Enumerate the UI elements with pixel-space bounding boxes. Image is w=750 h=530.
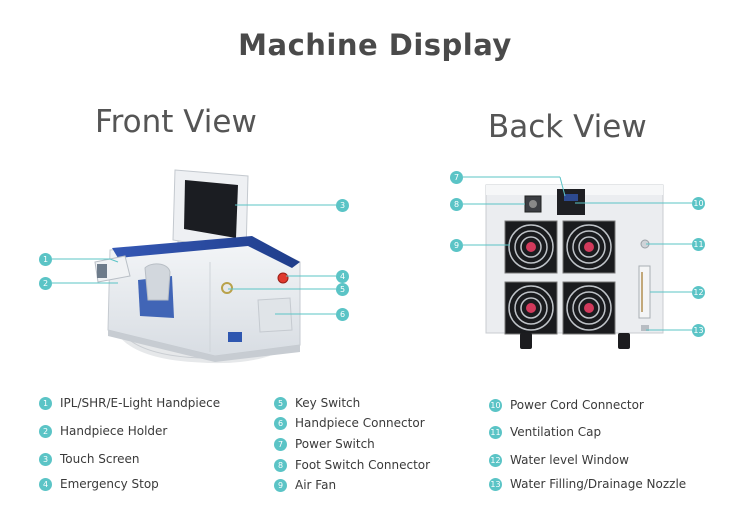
legend-number: 4 <box>39 477 52 491</box>
page-title: Machine Display <box>238 28 512 62</box>
legend-number: 7 <box>274 437 287 451</box>
legend-item-8: 8 Foot Switch Connector <box>274 458 430 472</box>
callout-5: 5 <box>336 283 349 296</box>
legend-item-3: 3 Touch Screen <box>39 452 140 466</box>
legend-item-13: 13 Water Filling/Drainage Nozzle <box>489 477 686 491</box>
callout-8: 8 <box>450 198 463 211</box>
legend-item-9: 9 Air Fan <box>274 478 336 492</box>
legend-number: 2 <box>39 424 52 438</box>
legend-item-6: 6 Handpiece Connector <box>274 416 425 430</box>
legend-label: IPL/SHR/E-Light Handpiece <box>60 396 221 410</box>
callout-4: 4 <box>336 270 349 283</box>
legend-label: Emergency Stop <box>60 477 159 491</box>
legend-label: Touch Screen <box>60 452 140 466</box>
callout-3: 3 <box>336 199 349 212</box>
callout-1: 1 <box>39 253 52 266</box>
legend-number: 8 <box>274 458 287 472</box>
callout-7: 7 <box>450 171 463 184</box>
legend-label: Air Fan <box>295 478 337 492</box>
callout-12: 12 <box>692 286 705 299</box>
legend-item-5: 5 Key Switch <box>274 396 360 410</box>
legend-label: Power Switch <box>295 437 375 451</box>
legend-label: Water Filling/Drainage Nozzle <box>510 477 687 491</box>
legend-item-7: 7 Power Switch <box>274 437 375 451</box>
legend-item-2: 2 Handpiece Holder <box>39 424 167 438</box>
legend-item-4: 4 Emergency Stop <box>39 477 159 491</box>
legend-label: Ventilation Cap <box>510 425 602 439</box>
front-view-title: Front View <box>95 104 257 140</box>
legend-number: 1 <box>39 396 52 410</box>
legend-item-12: 12 Water level Window <box>489 453 629 467</box>
legend-label: Handpiece Holder <box>60 424 168 438</box>
callout-6: 6 <box>336 308 349 321</box>
legend-label: Power Cord Connector <box>510 398 644 412</box>
back-view-title: Back View <box>488 109 647 145</box>
legend-number: 13 <box>489 477 502 491</box>
callout-2: 2 <box>39 277 52 290</box>
callout-9: 9 <box>450 239 463 252</box>
legend-number: 5 <box>274 396 287 410</box>
legend-item-11: 11 Ventilation Cap <box>489 425 601 439</box>
legend-number: 11 <box>489 425 502 439</box>
legend-number: 6 <box>274 416 287 430</box>
legend-label: Handpiece Connector <box>295 416 425 430</box>
callout-11: 11 <box>692 238 705 251</box>
callout-10: 10 <box>692 197 705 210</box>
legend-label: Key Switch <box>295 396 361 410</box>
legend-item-10: 10 Power Cord Connector <box>489 398 644 412</box>
callout-13: 13 <box>692 324 705 337</box>
legend-number: 10 <box>489 398 502 412</box>
legend-item-1: 1 IPL/SHR/E-Light Handpiece <box>39 396 220 410</box>
legend-number: 3 <box>39 452 52 466</box>
legend-label: Foot Switch Connector <box>295 458 431 472</box>
legend-number: 12 <box>489 453 502 467</box>
legend-label: Water level Window <box>510 453 629 467</box>
legend-number: 9 <box>274 478 287 492</box>
